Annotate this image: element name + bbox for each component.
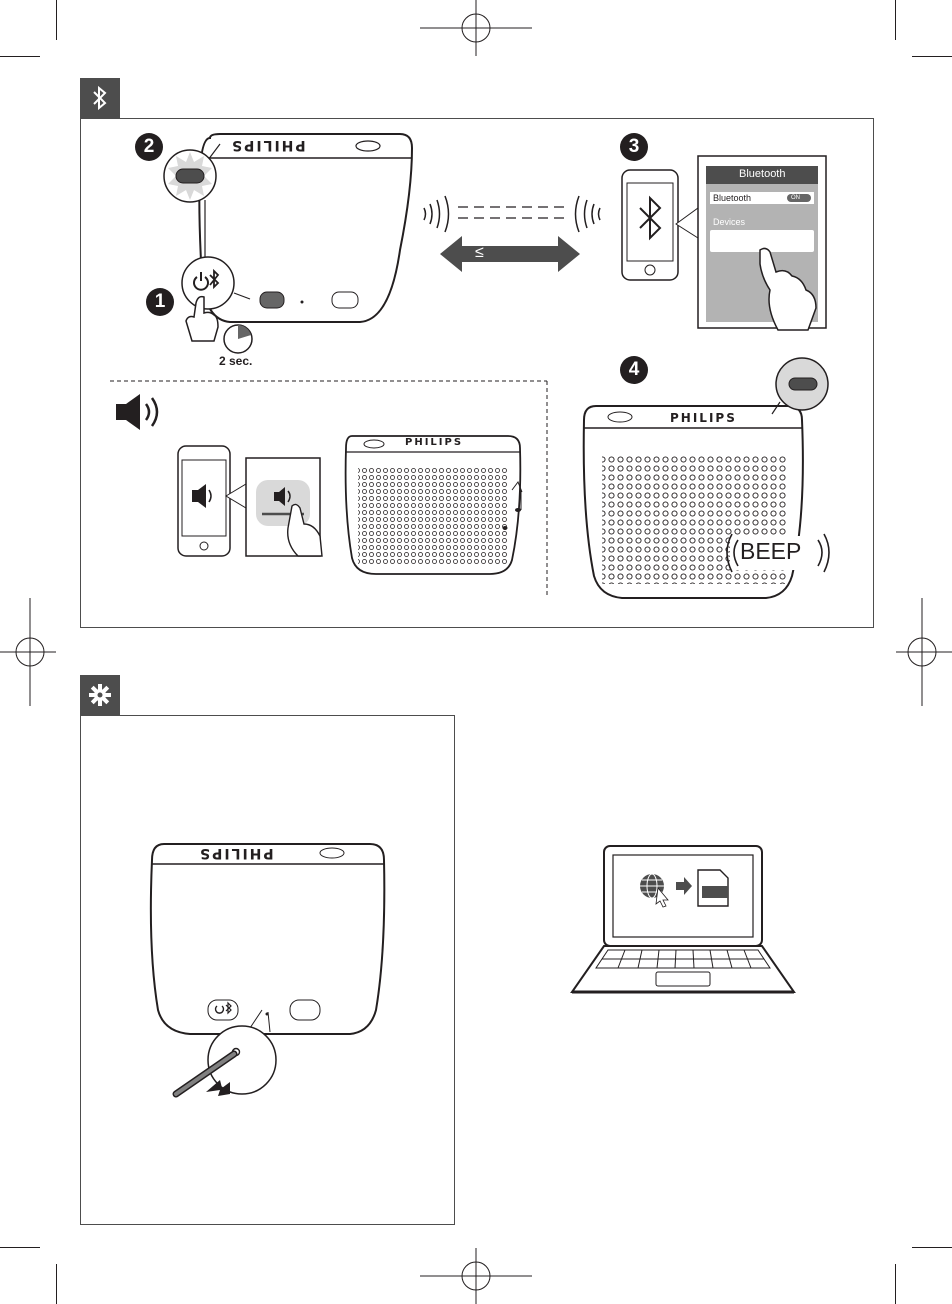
crop-mark (56, 1264, 57, 1304)
volume-section-divider (110, 380, 548, 598)
timer-label: 2 sec. (219, 354, 253, 368)
brand-logo-step4: PHILIPS (670, 411, 737, 425)
laptop-illustration (570, 845, 796, 994)
phone-screen-title: Bluetooth (739, 168, 786, 180)
bluetooth-panel (80, 118, 874, 628)
step-number-3: 3 (620, 133, 648, 161)
crop-mark (0, 1247, 40, 1248)
beep-label: BEEP (740, 538, 802, 564)
range-label: ≤ (475, 244, 484, 261)
devices-label: Devices (713, 217, 746, 227)
bluetooth-toggle-label: Bluetooth (713, 193, 752, 203)
crop-mark (895, 1264, 896, 1304)
crop-mark (912, 1247, 952, 1248)
speaker-front-illustration (344, 435, 523, 575)
step-number-1: 1 (146, 288, 174, 316)
phone-illustration (621, 155, 827, 331)
step-number-2: 2 (135, 133, 163, 161)
gear-icon (89, 684, 111, 706)
brand-logo-reset: PHILIPS (198, 845, 274, 861)
led-zoom-callout (163, 149, 217, 203)
range-double-arrow (440, 236, 580, 272)
crop-mark (895, 0, 896, 40)
bluetooth-section-tab (80, 78, 120, 118)
reset-panel (80, 715, 455, 1225)
step-number-4: 4 (620, 356, 648, 384)
bluetooth-icon (93, 85, 107, 111)
brand-logo-inverted: PHILIPS (230, 137, 306, 153)
speaker-back-illustration (198, 133, 414, 323)
power-bluetooth-zoom-callout (181, 256, 253, 354)
crop-mark (56, 0, 57, 40)
speaker-step4-illustration (582, 357, 830, 599)
brand-logo: PHILIPS (405, 437, 464, 448)
crop-mark (912, 56, 952, 57)
crop-mark (0, 56, 40, 57)
speaker-reset-illustration (149, 843, 386, 1098)
bluetooth-toggle-state: ON (791, 195, 800, 201)
settings-section-tab (80, 675, 120, 715)
volume-phone-illustration (177, 445, 323, 557)
speaker-volume-icon (116, 394, 159, 430)
signal-waves (423, 195, 601, 233)
